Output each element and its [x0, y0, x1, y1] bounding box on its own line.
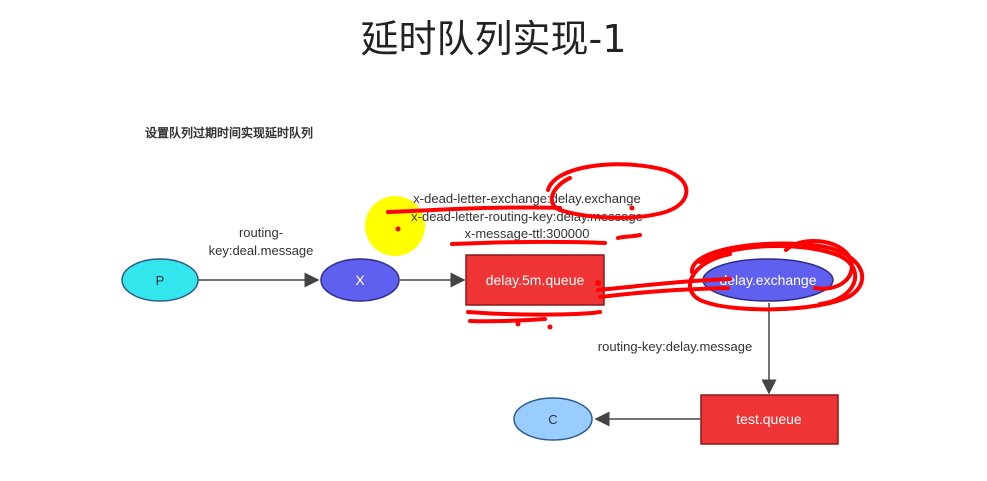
- annotation-circle-delay-exchange-2: [698, 244, 858, 306]
- annotation-underline-dl-exchange: [386, 205, 562, 214]
- annotation-underline-queue-1: [466, 310, 602, 317]
- delay-queue-label: delay.5m.queue: [486, 272, 585, 288]
- edge-label-delay-message: routing-key:delay.message: [598, 339, 752, 354]
- edge-label-routing-key-1: routing-: [239, 225, 283, 240]
- annotation-dot-3: [629, 205, 635, 211]
- annotation-line-to-exchange-1: [596, 277, 732, 292]
- slide-title: 延时队列实现-1: [360, 17, 627, 61]
- red-dots: [515, 205, 635, 330]
- arg-dead-letter-exchange: x-dead-letter-exchange:delay.exchange: [413, 191, 640, 206]
- delay-queue-node: delay.5m.queue: [465, 254, 605, 306]
- consumer-label: C: [548, 412, 557, 427]
- delay-exchange-node: delay.exchange: [702, 258, 834, 302]
- test-queue-label: test.queue: [736, 411, 802, 427]
- producer-label: P: [156, 273, 165, 288]
- cursor-dot: [395, 226, 401, 232]
- arg-dead-letter-routing-key: x-dead-letter-routing-key:delay.message: [411, 209, 643, 224]
- annotation-dot-1: [515, 321, 521, 327]
- annotation-underline-ttl: [450, 239, 607, 246]
- exchange-x-label: X: [355, 272, 365, 288]
- annotation-line-to-exchange-2: [598, 286, 730, 299]
- annotation-dash-ttl: [616, 233, 642, 240]
- producer-node: P: [121, 258, 199, 302]
- annotation-dot-2: [547, 324, 553, 330]
- annotation-circle-delay-exchange-3: [784, 239, 854, 291]
- diagram-subtitle: 设置队列过期时间实现延时队列: [145, 126, 314, 140]
- annotation-dot-4: [595, 280, 601, 286]
- delay-exchange-label: delay.exchange: [719, 272, 816, 288]
- edge-label-routing-key-2: key:deal.message: [209, 243, 314, 258]
- annotation-underline-queue-2: [468, 317, 547, 324]
- test-queue-node: test.queue: [700, 394, 839, 445]
- arg-message-ttl: x-message-ttl:300000: [464, 226, 589, 241]
- red-annotations: [386, 162, 865, 324]
- consumer-node: C: [513, 397, 593, 441]
- exchange-x-node: X: [320, 258, 400, 302]
- annotation-circle-delay-exchange-1: [688, 241, 865, 312]
